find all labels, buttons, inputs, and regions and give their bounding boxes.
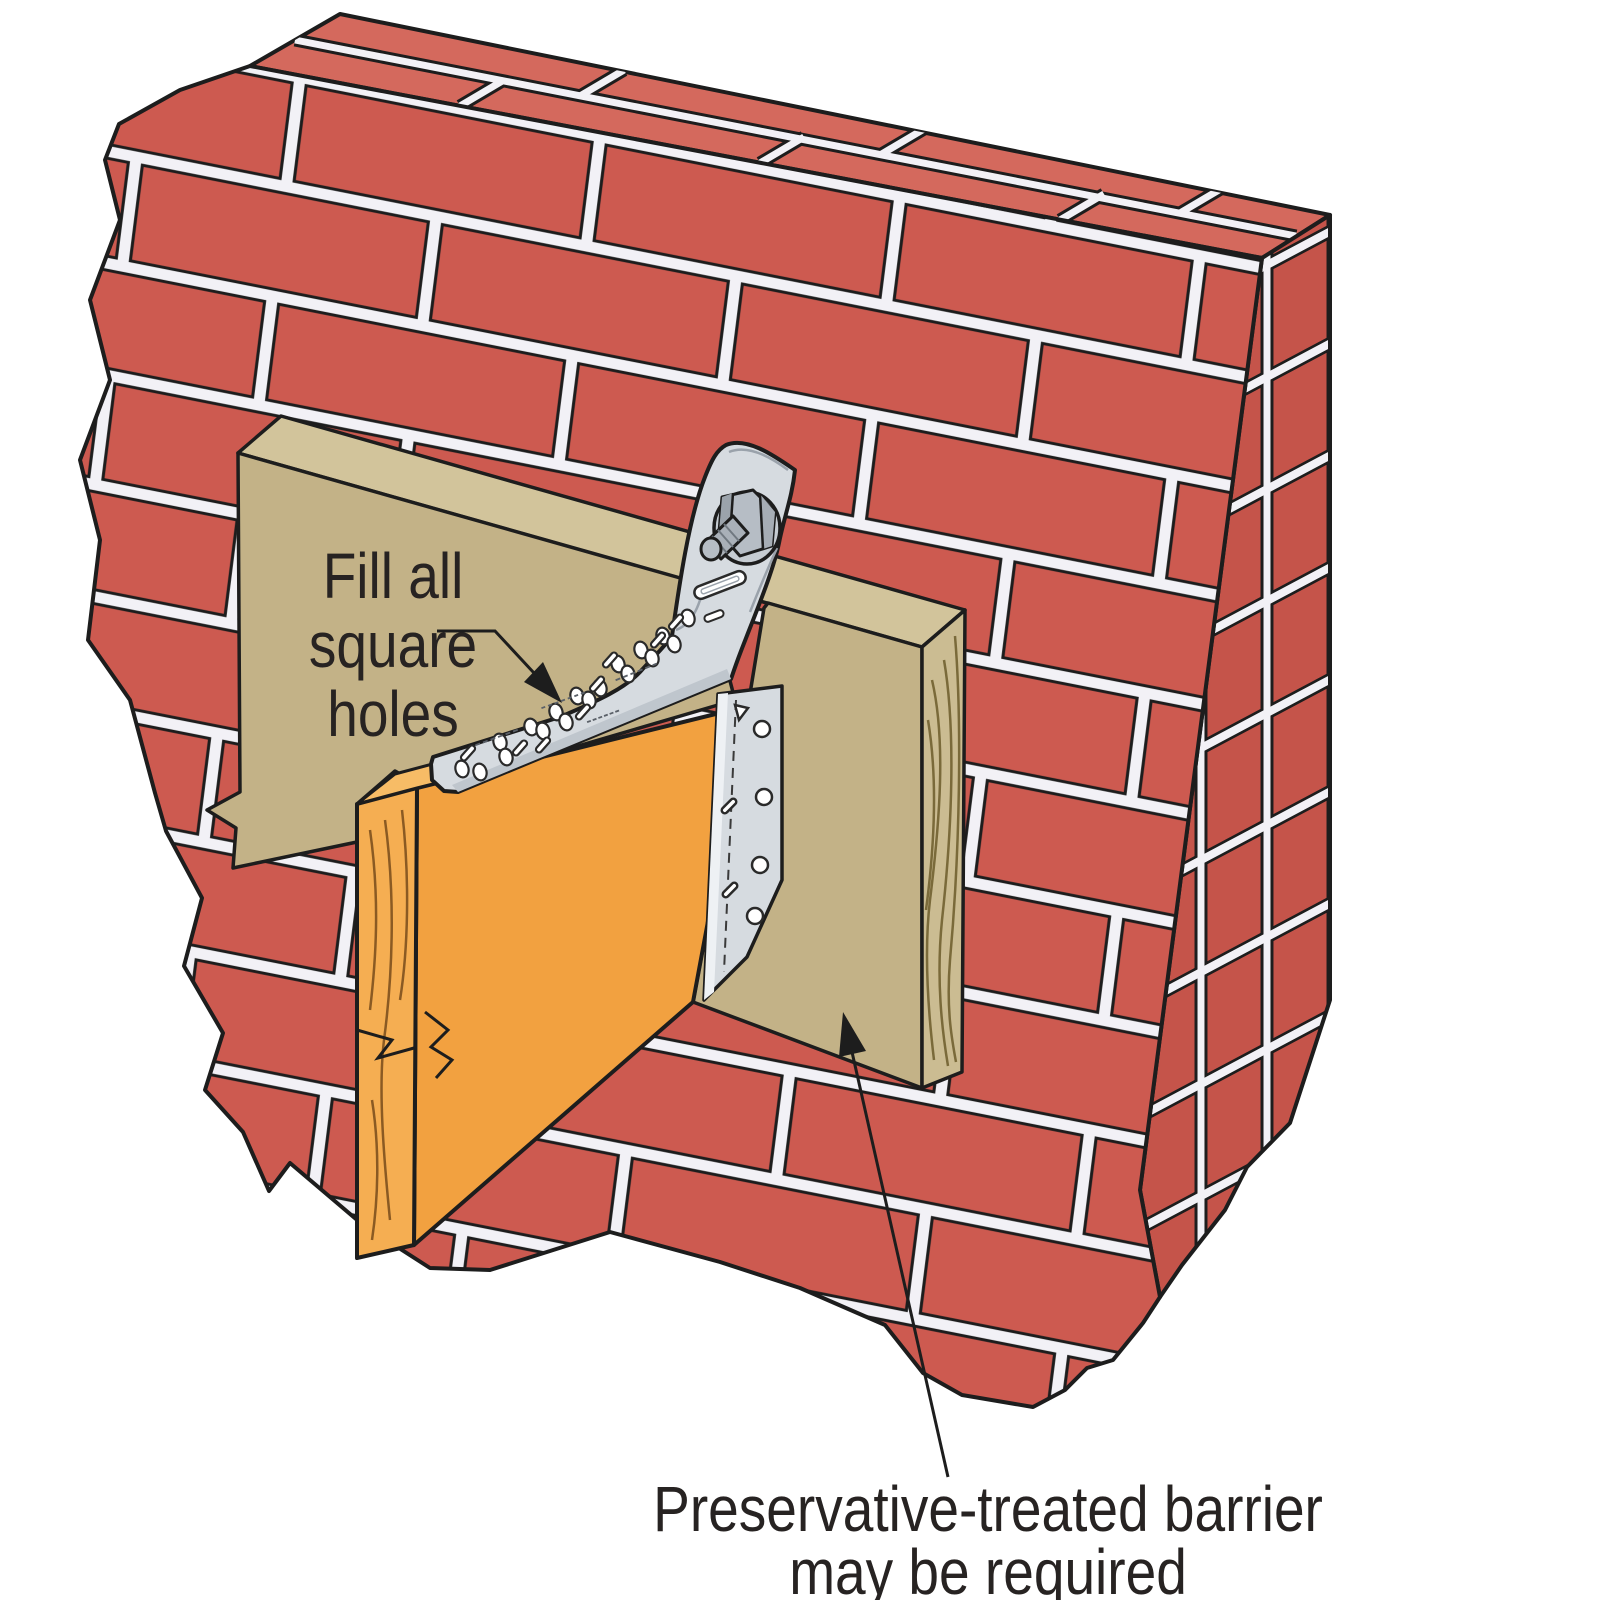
joist-grain-lines	[368, 809, 409, 1241]
label-barrier-line2: may be required	[789, 1536, 1187, 1600]
label-barrier: Preservative-treated barrier may be requ…	[653, 1473, 1323, 1600]
label-barrier-line1: Preservative-treated barrier	[653, 1473, 1323, 1545]
joist-hanger	[702, 684, 784, 1002]
strap-small-slot	[703, 609, 725, 623]
label-fill-holes-line1: Fill all	[323, 540, 464, 612]
strap-lower-shading	[452, 669, 731, 792]
board-grain-lines	[924, 635, 961, 1067]
label-fill-holes: Fill all square holes	[309, 540, 477, 750]
strap-anchor-slot	[693, 569, 747, 601]
hanger-holes	[719, 703, 774, 926]
leader-line-fill-holes	[437, 629, 536, 675]
arrowhead-barrier	[839, 1012, 866, 1057]
anchor-bolt	[699, 488, 782, 566]
wall-top-face-joints	[293, 33, 1298, 243]
joist-break-lines	[356, 1010, 455, 1079]
barrier-board	[205, 414, 967, 1090]
bolt-shank	[699, 514, 750, 562]
hanger-bend-line	[723, 699, 737, 973]
callout-barrier: Preservative-treated barrier may be requ…	[653, 1012, 1323, 1600]
leader-line-barrier	[850, 1051, 950, 1478]
label-fill-holes-line2: square	[309, 609, 477, 681]
board-end-grain	[920, 608, 967, 1090]
callout-fill-holes: Fill all square holes	[309, 540, 562, 750]
joist	[355, 704, 750, 1260]
arrowhead-fill-holes	[524, 662, 562, 703]
label-fill-holes-line3: holes	[327, 678, 459, 750]
hanger-flange-highlight	[704, 693, 728, 1000]
strap-tie	[429, 440, 797, 794]
